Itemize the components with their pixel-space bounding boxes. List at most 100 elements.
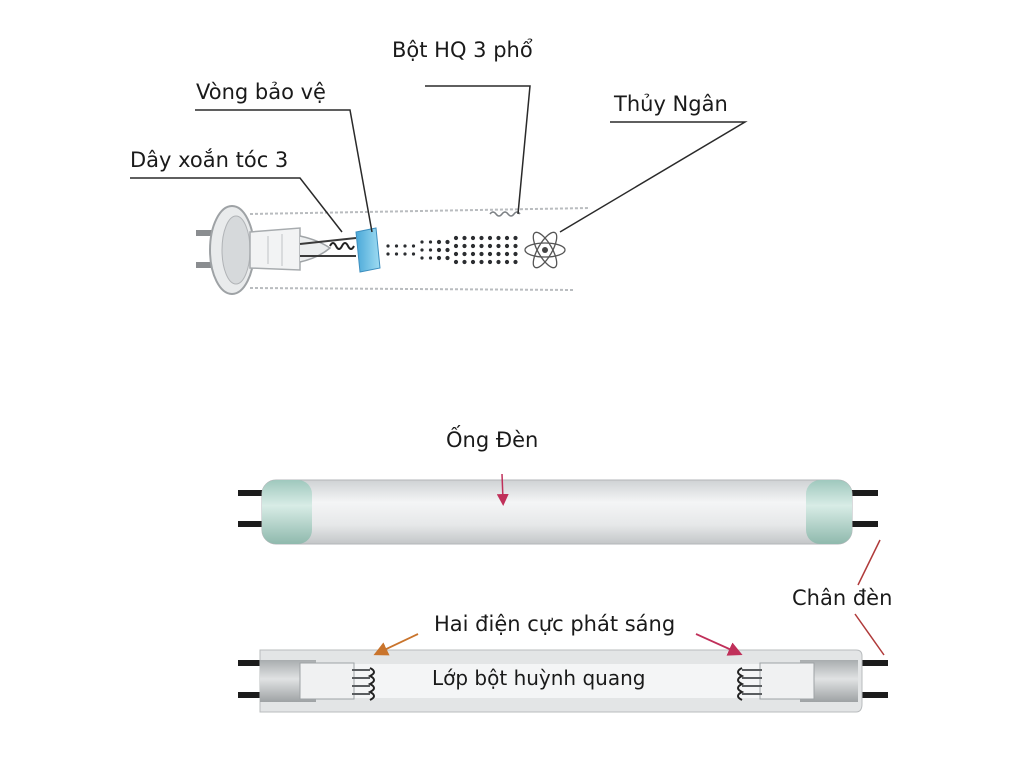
phosphor-coating-mark [489,211,521,217]
tube-arrow [496,473,509,506]
electron-dot [470,251,476,257]
electron-dot [496,259,501,265]
cutaway-lamp [130,85,748,295]
lamp-exterior [238,473,881,586]
left-pin-lower [238,521,264,527]
right-pin-lower [850,521,878,527]
electron-dot [394,252,399,256]
right-end-cap [806,480,852,544]
electron-dot [504,243,510,249]
stem-lines [267,234,283,266]
electron-dot [436,239,442,245]
electron-dot [436,255,442,261]
electron-dot [470,259,476,265]
left-electrode-coil [299,662,375,701]
electron-dot [479,251,484,257]
leader-powder [425,85,531,215]
leader-pins-bottom [854,613,885,656]
electron-dot [504,235,510,241]
electron-dot [513,243,518,249]
lamp-cross-section [238,613,888,713]
coil-filament [329,242,355,250]
tube-top-edge [249,207,591,215]
electron-dot [445,247,450,253]
bottom-right-pin-upper [840,660,888,666]
electron-dot [504,251,510,257]
electron-dot [436,247,442,253]
electron-dot [428,248,433,252]
electron-dot [453,251,459,257]
pin-lower [196,262,218,268]
label-powder: Bột HQ 3 phổ [392,38,533,62]
electrode-arrow-right [695,633,743,656]
electron-dot [403,252,407,256]
electron-dot [386,252,390,256]
bottom-right-pin-lower [840,692,888,698]
label-phosphor-layer: Lớp bột huỳnh quang [432,666,646,690]
electron-dot [496,243,501,249]
electron-dot [479,259,484,265]
electron-dot [479,235,484,241]
electron-dot [411,244,416,248]
label-tube: Ống Đèn [446,428,539,452]
left-pin-upper [238,490,264,496]
electron-dot [462,235,467,241]
bottom-left-pin-upper [238,660,278,666]
section-inner-cavity [316,664,800,698]
electron-dot [487,259,493,265]
electron-dot [496,251,501,257]
electron-dot [445,255,450,261]
electron-dot [513,259,518,265]
electron-dot [394,244,399,248]
label-pins: Chân đèn [792,586,893,610]
right-electrode-coil [737,662,815,701]
right-pin-upper [850,490,878,496]
protective-ring [355,227,381,273]
label-protective-ring: Vòng bảo vệ [196,80,326,104]
lead-wire-upper [299,237,357,245]
electron-dot [420,240,424,244]
electron-dot [462,251,467,257]
electron-dot [470,243,476,249]
electron-dot [470,235,476,241]
electron-dot [420,248,424,252]
electron-dot [487,251,493,257]
left-end-cap [262,480,312,544]
electron-dot [513,251,518,257]
label-mercury: Thủy Ngân [614,92,728,116]
electron-dots [386,235,518,265]
end-cap-inner [221,215,251,285]
electron-dot [453,243,459,249]
label-electrodes: Hai điện cực phát sáng [434,612,676,636]
pin-upper [196,230,218,236]
electron-dot [445,239,450,245]
electron-dot [487,243,493,249]
leader-coil [130,177,343,233]
leader-mercury [559,121,748,233]
glass-stem [249,227,301,271]
electron-dot [411,252,416,256]
leader-ring [195,109,373,233]
electron-dot [386,244,390,248]
electron-dot [462,259,467,265]
electron-dot [462,243,467,249]
bottom-left-pin-lower [238,692,278,698]
electron-dot [496,235,501,241]
label-coil: Dây xoắn tóc 3 [130,148,289,172]
electron-dot [420,256,424,260]
electron-dot [513,235,518,241]
electron-dot [428,256,433,260]
electrode-arrow-left [373,633,419,656]
tube-body [261,479,853,545]
electron-dot [479,243,484,249]
mercury-atom-icon [524,231,566,269]
electron-dot [428,240,433,244]
leader-pins-top [857,539,881,586]
electron-dot [504,259,510,265]
electron-dot [487,235,493,241]
stem-press [299,235,332,263]
electron-dot [453,235,459,241]
tube-bottom-edge [249,287,576,291]
electron-dot [453,259,459,265]
